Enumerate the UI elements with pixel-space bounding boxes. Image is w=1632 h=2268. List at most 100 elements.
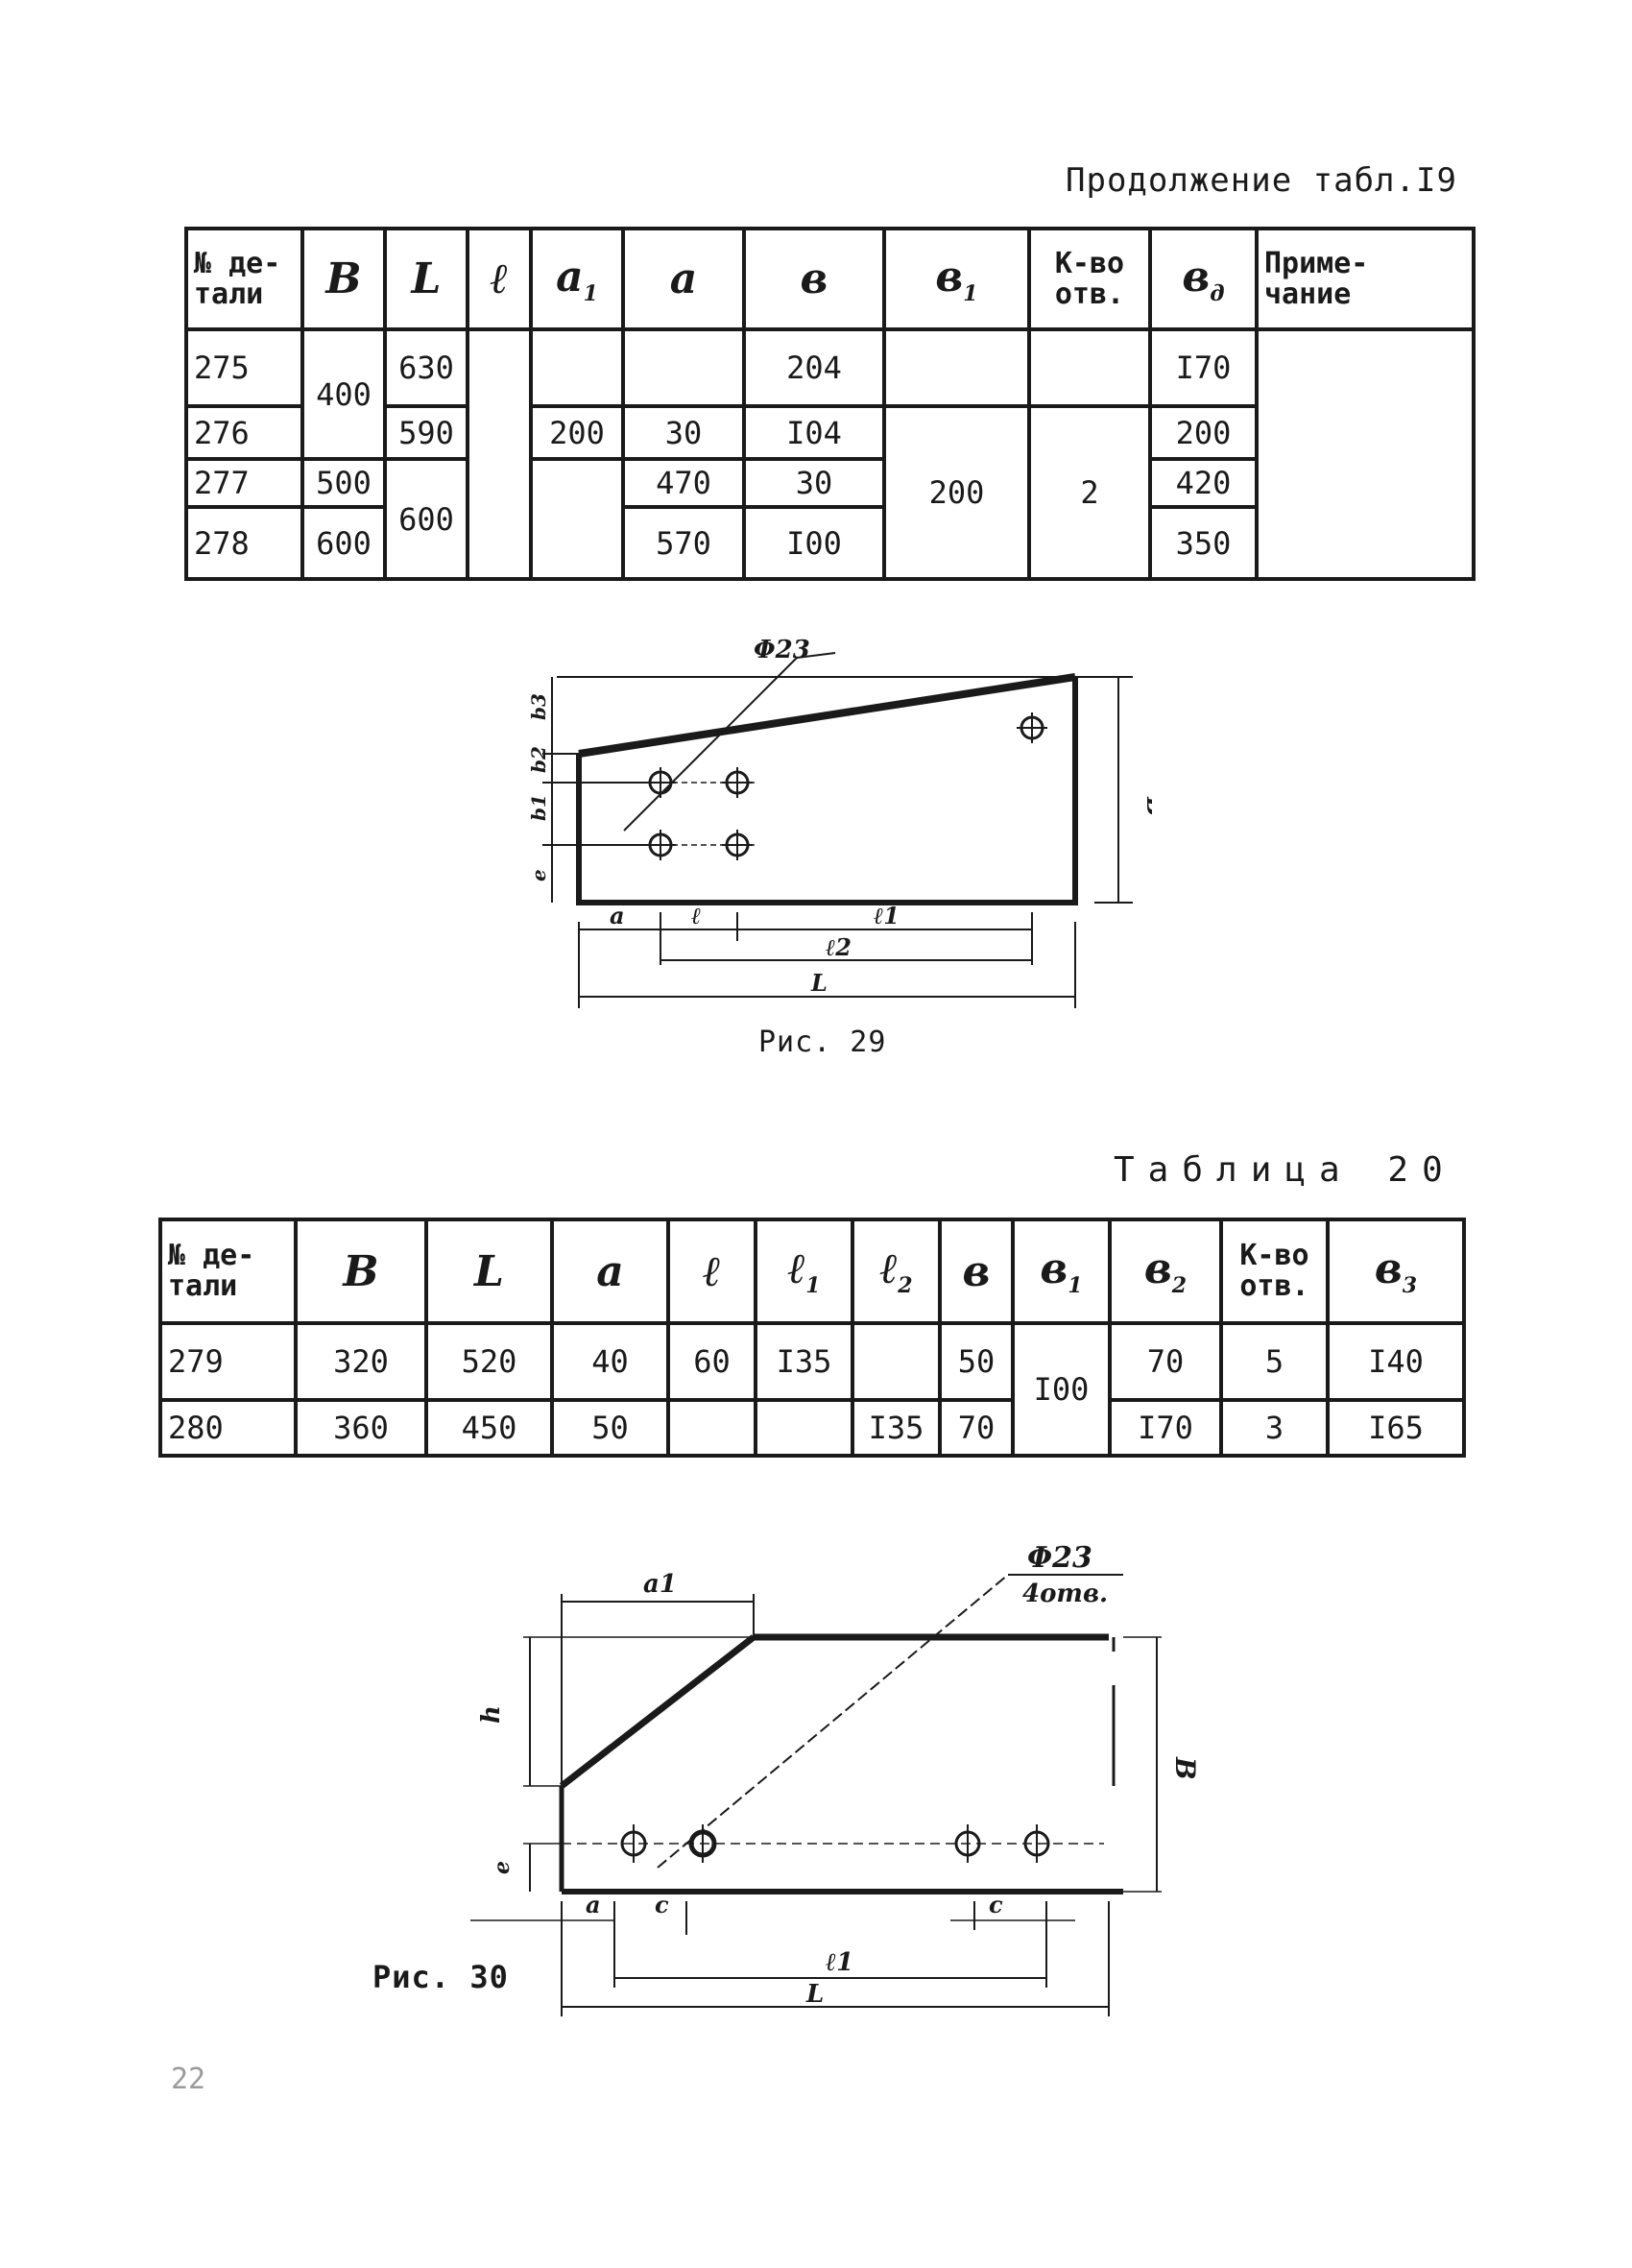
fig29-dim-l1: ℓ1 [874, 902, 900, 929]
table20-cell: I70 [1108, 1398, 1223, 1458]
table19-cell: 30 [621, 404, 746, 461]
figure-29-caption: Рис. 29 [758, 1025, 887, 1059]
fig30-dim-c-right: c [989, 1891, 1003, 1918]
table20-cell [666, 1398, 757, 1458]
table20-col-L: L [424, 1218, 554, 1325]
table20-cell: 279 [158, 1321, 298, 1402]
table19-cell: 470 [621, 457, 746, 509]
fig29-dim-b2: b2 [527, 746, 550, 773]
table20-cell: 520 [424, 1321, 554, 1402]
fig29-dim-b3: b3 [527, 693, 550, 720]
table19-cell: 600 [383, 457, 469, 581]
table20-caption: Таблица 20 [1114, 1150, 1456, 1190]
fig30-hole-note: 4отв. [1022, 1580, 1108, 1608]
fig29-sloped-edge [578, 673, 1076, 758]
fig29-dim-b1: b1 [527, 794, 550, 821]
table19-cell [1027, 327, 1152, 408]
table19-cell: 500 [300, 457, 387, 509]
fig29-dim-l2: ℓ2 [826, 933, 852, 961]
table-row: 280 360 450 50 I35 70 I70 3 I65 [158, 1398, 1466, 1458]
fig29-dim-B: B [1141, 796, 1152, 816]
table19-col-a: a [621, 227, 746, 331]
table19-cell: 275 [184, 327, 304, 408]
table20-cell: I35 [754, 1321, 854, 1402]
table19-cell [621, 327, 746, 408]
table19-cell [529, 457, 625, 581]
table19-cell [882, 327, 1031, 408]
fig29-hole-label: Φ23 [754, 636, 810, 664]
table-row: 277 500 600 470 30 420 [184, 457, 1474, 581]
table19-cell [466, 327, 533, 581]
table19-cell [529, 327, 625, 408]
table20-cell: 450 [424, 1398, 554, 1458]
table20-cell: 50 [550, 1398, 670, 1458]
table20-col-l2: ℓ2 [851, 1218, 942, 1325]
fig29-dim-e: e [527, 869, 550, 881]
table19-cell: 200 [882, 404, 1031, 581]
table20-col-no: № де-тали [158, 1218, 298, 1325]
fig30-dim-B: B [1169, 1756, 1200, 1780]
fig30-dim-l1: ℓ1 [826, 1948, 853, 1977]
fig30-dim-h: h [477, 1705, 506, 1724]
table20-cell: 5 [1219, 1321, 1330, 1402]
table20-col-v: в [938, 1218, 1015, 1325]
fig30-dim-L: L [805, 1980, 824, 2009]
table19-cell: 2 [1027, 404, 1152, 581]
figure-29-drawing: Φ23 a ℓ ℓ1 ℓ2 L B b3 b2 b1 e [527, 636, 1152, 1008]
table19-col-L: L [383, 227, 469, 331]
page-number: 22 [171, 2063, 206, 2096]
fig30-dim-c: c [655, 1891, 669, 1918]
fig30-dim-a: a [586, 1891, 601, 1918]
table20-cell: 360 [294, 1398, 428, 1458]
table20-col-l1: ℓ1 [754, 1218, 854, 1325]
table19-cell: 570 [621, 505, 746, 581]
table-row: 276 590 200 30 I04 200 2 200 [184, 404, 1474, 581]
table19-cell: 200 [1148, 404, 1259, 461]
fig29-dim-L: L [810, 969, 828, 997]
fig29-outline [576, 677, 1078, 905]
table20-cell: I00 [1011, 1321, 1112, 1458]
fig30-chamfer [559, 1634, 756, 1789]
table20-col-v2: в2 [1108, 1218, 1223, 1325]
table-row: 279 320 520 40 60 I35 50 I00 70 5 I40 [158, 1321, 1466, 1458]
table19-cell: 350 [1148, 505, 1259, 581]
fig29-dim-l: ℓ [691, 902, 701, 929]
table19-col-v: в [742, 227, 886, 331]
fig30-dim-a1: a1 [643, 1570, 677, 1599]
table19-col-no: № де-тали [184, 227, 304, 331]
table19-cell: 277 [184, 457, 304, 509]
table19-cell: 420 [1148, 457, 1259, 509]
figure-30-drawing: Φ23 4отв. a1 h B e a c c ℓ1 L [470, 1541, 1200, 2016]
table19-col-a1: a1 [529, 227, 625, 331]
table19-caption: Продолжение табл.I9 [1066, 161, 1457, 200]
table19-col-v1: в1 [882, 227, 1031, 331]
table20-cell: 280 [158, 1398, 298, 1458]
table19-cell: I70 [1148, 327, 1259, 408]
table20-cell: 70 [938, 1398, 1015, 1458]
table20-cell: 60 [666, 1321, 757, 1402]
fig29-dim-a: a [610, 902, 625, 929]
table20-cell: 320 [294, 1321, 428, 1402]
table20-col-v1: в1 [1011, 1218, 1112, 1325]
table20-cell: 70 [1108, 1321, 1223, 1402]
table19-col-B: B [300, 227, 387, 331]
table19-cell: 30 [742, 457, 886, 509]
table19-cell: I04 [742, 404, 886, 461]
table19-cell: 204 [742, 327, 886, 408]
table19-cell: 400 [300, 327, 387, 461]
table19-cell: 276 [184, 404, 304, 461]
table20-cell [754, 1398, 854, 1458]
table20-col-v3: в3 [1326, 1218, 1466, 1325]
table20-cell: 40 [550, 1321, 670, 1402]
table19-cell: 200 [529, 404, 625, 461]
table20-cell: 50 [938, 1321, 1015, 1402]
table19-cell: I00 [742, 505, 886, 581]
table20-col-a: a [550, 1218, 670, 1325]
table19-cell: 590 [383, 404, 469, 461]
